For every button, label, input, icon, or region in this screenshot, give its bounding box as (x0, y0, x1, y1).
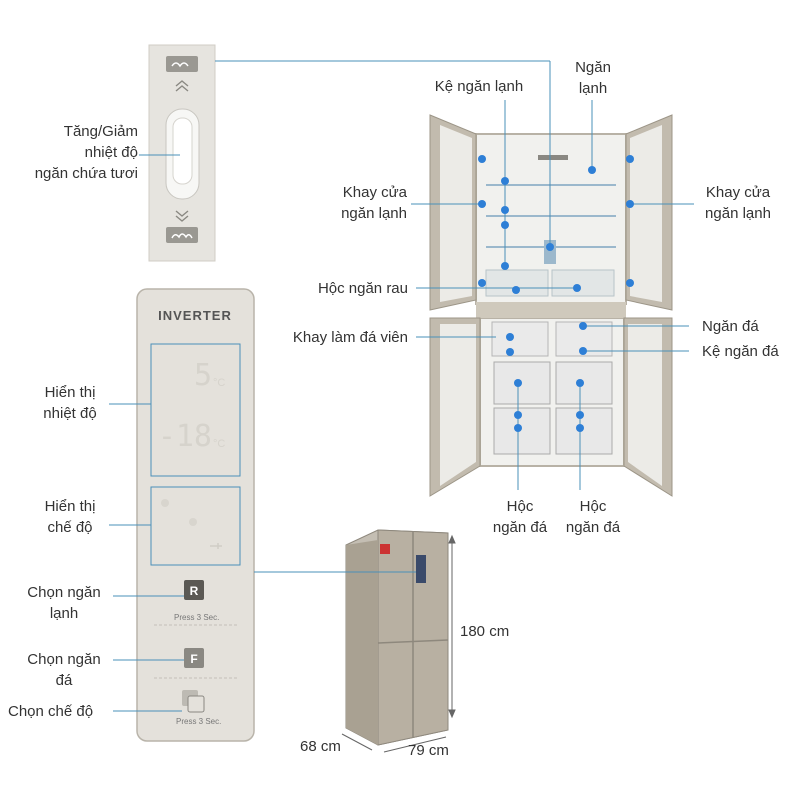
label-line: ngăn chứa tươi (34, 165, 138, 182)
label-vegetable-drawer: Hộc ngăn rau (317, 280, 408, 297)
label-line: Hộc (579, 498, 607, 515)
label-line: Hiển thị (44, 498, 96, 515)
label-select-freezer: Chọn ngăn đá (14, 649, 114, 691)
display-control-panel: INVERTER 5 °C -18 °C R Press 3 Sec. F Pr… (136, 288, 255, 742)
label-freezer-compartment: Ngăn đá (702, 318, 759, 335)
label-line: lạnh (49, 605, 79, 622)
callout-dots (478, 155, 634, 432)
label-line: ngăn lạnh (705, 205, 771, 222)
label-line: lạnh (578, 80, 608, 97)
temp-display-box (150, 343, 241, 477)
dimension-height: 180 cm (460, 623, 510, 640)
label-freezer-drawer-left: Hộc ngăn đá (480, 496, 560, 538)
label-door-tray-left: Khay cửa ngăn lạnh (341, 182, 407, 224)
chevron-up-icon (175, 80, 189, 92)
label-line: ngăn lạnh (341, 205, 407, 222)
label-line: Chọn ngăn (27, 584, 101, 601)
freezer-select-button[interactable] (184, 648, 204, 668)
label-temp-display: Hiển thị nhiệt độ (30, 382, 110, 424)
label-freezer-shelf: Kệ ngăn đá (702, 343, 779, 360)
label-line: chế độ (47, 519, 93, 536)
fridge-temp-unit: °C (213, 377, 225, 389)
label-fridge-compartment: Ngăn lạnh (558, 57, 628, 99)
label-line: ngăn đá (492, 519, 548, 536)
label-line: Khay cửa (705, 184, 771, 201)
label-select-mode: Chọn chế độ (8, 703, 94, 720)
label-ice-tray: Khay làm đá viên (292, 329, 408, 346)
freezer-select-letter: F (190, 652, 197, 666)
frozen-food-icon (166, 227, 198, 243)
label-temp-control: Tăng/Giảm nhiệt độ ngăn chứa tươi (35, 121, 138, 184)
open-fridge-illustration (429, 114, 673, 497)
label-mode-display: Hiển thị chế độ (30, 496, 110, 538)
label-fridge-shelf: Kệ ngăn lạnh (434, 78, 524, 95)
label-freezer-drawer-right: Hộc ngăn đá (553, 496, 633, 538)
label-line: nhiệt độ (43, 405, 97, 422)
freezer-temp-unit: °C (213, 438, 225, 450)
mode-indicator-icon (189, 518, 197, 526)
label-door-tray-right: Khay cửa ngăn lạnh (692, 182, 784, 224)
chevron-down-icon (175, 210, 189, 222)
label-line: Ngăn (575, 59, 611, 76)
key-lock-icon (210, 543, 222, 549)
temp-control-panel (148, 44, 216, 262)
mode-indicator-icon (161, 499, 169, 507)
label-line: Hiển thị (44, 384, 96, 401)
mode-display-box (150, 486, 241, 566)
press-3sec-mode: Press 3 Sec. (176, 717, 221, 726)
dimension-width: 79 cm (408, 742, 449, 759)
brand-text: INVERTER (158, 308, 232, 323)
dimension-lines (341, 534, 456, 753)
label-line: ngăn đá (565, 519, 621, 536)
fridge-select-button[interactable] (184, 580, 204, 600)
dimension-depth: 68 cm (300, 738, 341, 755)
freezer-temp-value: -18 (158, 419, 212, 454)
label-line: Khay cửa (342, 184, 407, 201)
closed-fridge-illustration (345, 529, 449, 746)
fridge-select-letter: R (190, 584, 199, 598)
label-line: đá (55, 672, 73, 689)
fridge-temp-value: 5 (194, 358, 212, 393)
label-line: Chọn ngăn (27, 651, 101, 668)
label-line: nhiệt độ (84, 144, 138, 161)
mini-display-icon (416, 555, 426, 583)
press-3sec-fridge: Press 3 Sec. (174, 613, 219, 622)
label-line: Tăng/Giảm (63, 123, 138, 140)
label-line: Hộc (506, 498, 534, 515)
label-select-fridge: Chọn ngăn lạnh (14, 582, 114, 624)
